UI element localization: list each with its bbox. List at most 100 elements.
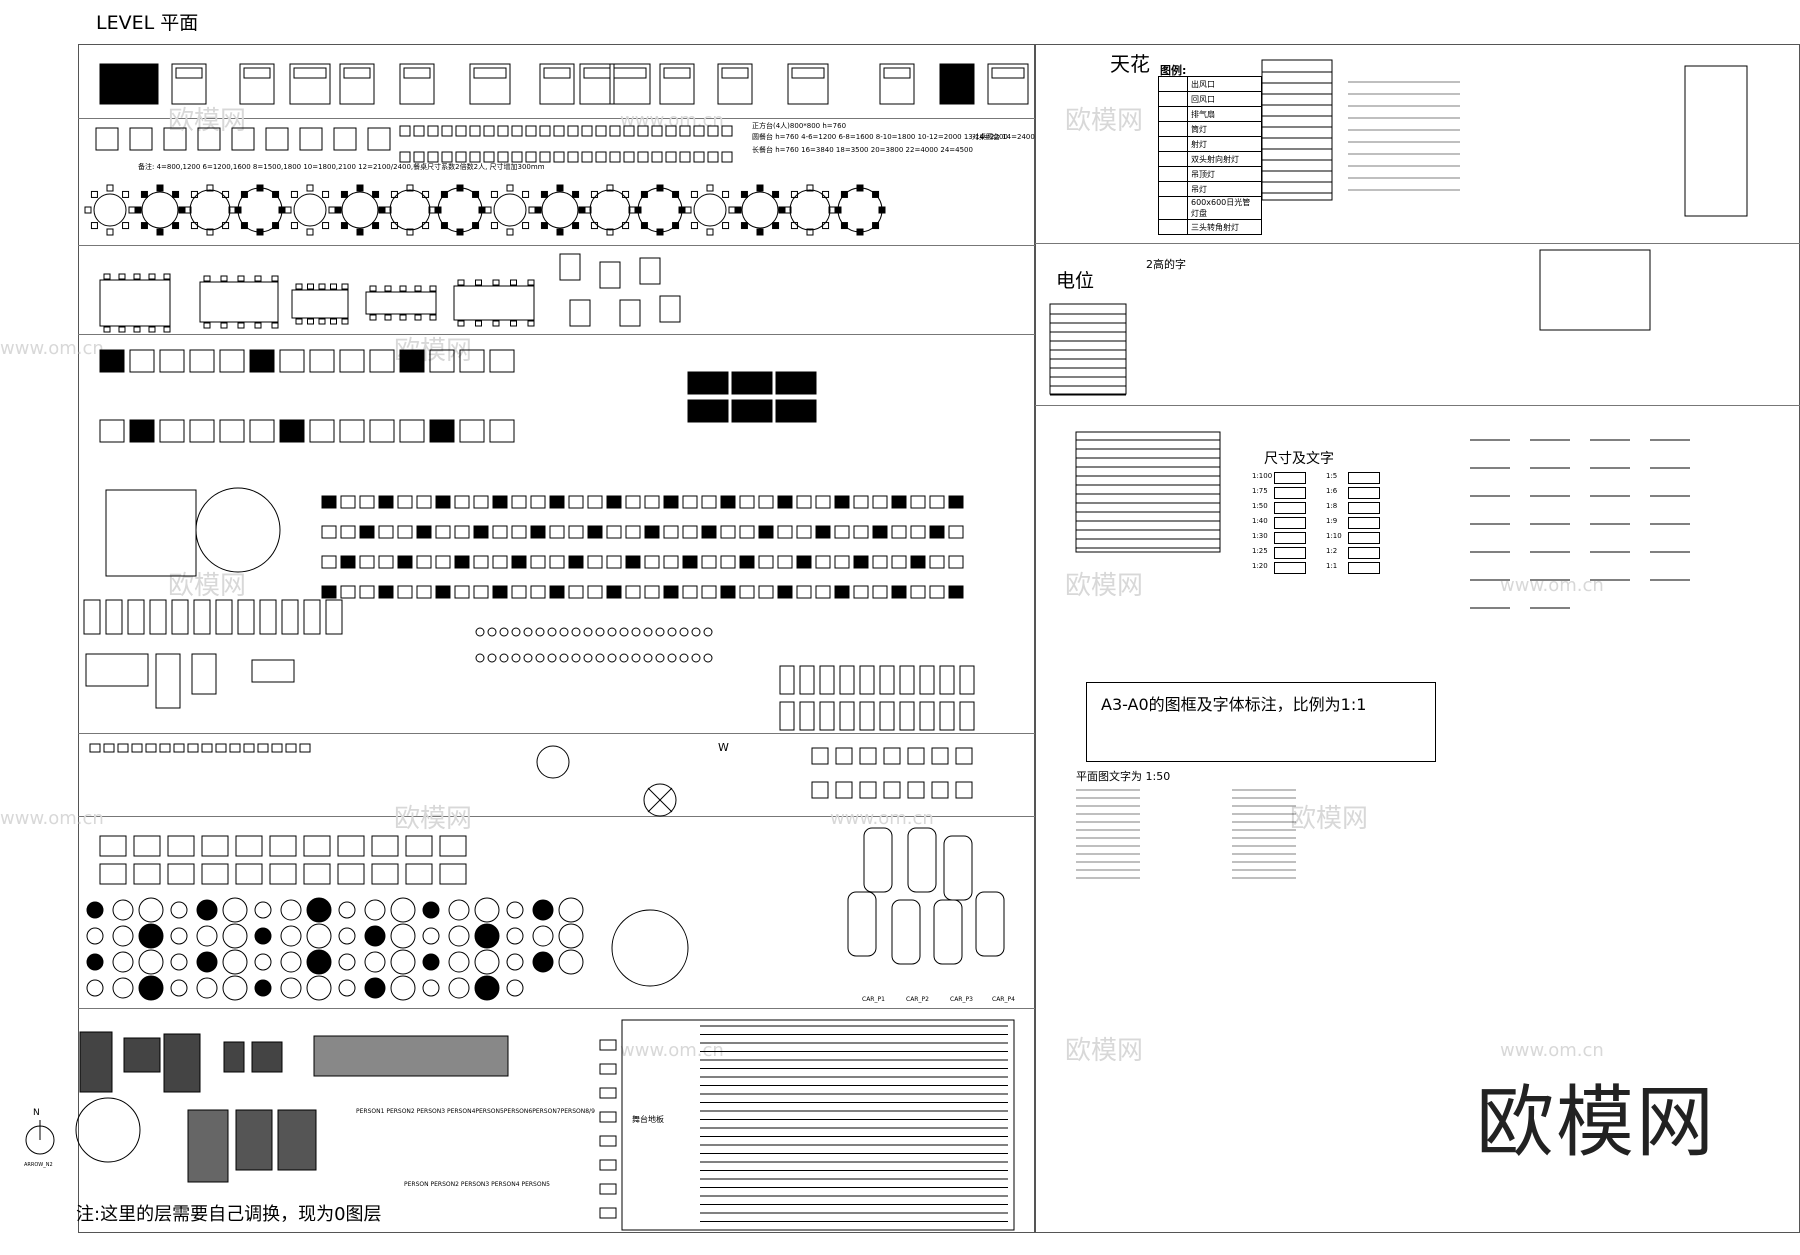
sink-symbol	[955, 747, 973, 765]
chair-row-symbol	[910, 585, 926, 599]
chair-row-symbol	[682, 495, 698, 509]
chair-symbol	[469, 151, 481, 163]
chair-symbol	[506, 228, 514, 236]
chair-symbol	[272, 222, 280, 230]
chair-symbol	[203, 322, 211, 329]
appliance-symbol	[285, 743, 297, 753]
footer-note: 注:这里的层需要自己调换，现为0图层	[76, 1204, 382, 1225]
legend-row: 600x600日光管灯盘	[1158, 196, 1262, 220]
chair-symbol	[678, 206, 686, 214]
legend-row: 吊灯	[1158, 181, 1262, 197]
plant-symbol	[474, 975, 500, 1001]
chair-symbol	[497, 151, 509, 163]
fixture-symbol	[631, 627, 641, 637]
office-chair-symbol	[201, 835, 229, 857]
chair-symbol	[178, 206, 186, 214]
chair-symbol	[672, 190, 680, 198]
chair-symbol	[322, 222, 330, 230]
chair-symbol	[472, 222, 480, 230]
chair-symbol	[206, 228, 214, 236]
chair-row-symbol	[359, 525, 375, 539]
legend-title: 图例:	[1160, 64, 1187, 77]
chair-row-symbol	[891, 555, 907, 569]
bathtub-symbol	[899, 701, 915, 731]
chair-symbol	[427, 125, 439, 137]
sink-symbol	[907, 747, 925, 765]
sofa-symbol	[399, 419, 425, 443]
person-symbol	[599, 1159, 617, 1171]
large-tree-symbol	[611, 909, 689, 987]
lighting-legend-table	[1684, 65, 1748, 217]
bathtub-symbol	[879, 665, 895, 695]
bed-small-symbol	[237, 599, 255, 635]
chair-row-symbol	[454, 525, 470, 539]
sink-symbol	[835, 781, 853, 799]
chair-row-symbol	[625, 495, 641, 509]
office-chair-symbol	[303, 863, 331, 885]
size-scale-label: 1:1	[1326, 562, 1338, 570]
fixture-symbol	[607, 627, 617, 637]
table-symbol	[191, 653, 217, 695]
fixture-symbol	[487, 627, 497, 637]
plant-symbol	[254, 953, 272, 971]
watermark-small-15: www.om.cn	[620, 1040, 724, 1061]
plant-symbol	[422, 927, 440, 945]
bathtub-symbol	[939, 665, 955, 695]
chair-symbol	[237, 275, 245, 282]
bed-pillow	[403, 67, 431, 79]
chair-row-symbol	[701, 555, 717, 569]
fixture-symbol	[499, 653, 509, 663]
chair-row-symbol	[758, 585, 774, 599]
plant-symbol	[86, 927, 104, 945]
bed-small-symbol	[127, 599, 145, 635]
chair-symbol	[222, 222, 230, 230]
car-symbol	[943, 835, 973, 901]
plant-symbol	[558, 923, 584, 949]
plant-symbol	[474, 949, 500, 975]
bathtub-symbol	[939, 701, 955, 731]
chair-symbol	[457, 279, 465, 286]
bathtub-symbol	[799, 701, 815, 731]
legend-symbol	[1158, 106, 1188, 122]
chair-symbol	[693, 125, 705, 137]
appliance-symbol	[145, 743, 157, 753]
appliance-symbol	[173, 743, 185, 753]
chair-symbol	[483, 125, 495, 137]
right-panel-shapes	[1049, 59, 1748, 879]
chair-symbol	[118, 273, 126, 280]
sofa-block-symbol	[775, 371, 817, 395]
right-divider-1	[1035, 243, 1800, 244]
chair-symbol	[540, 190, 548, 198]
chair-symbol	[122, 222, 130, 230]
plant-symbol	[138, 897, 164, 923]
size-scale-label: 1:9	[1326, 517, 1338, 525]
ceiling-title: 天花	[1110, 52, 1150, 76]
sofa-block-symbol	[731, 371, 773, 395]
sofa-symbol	[279, 419, 305, 443]
appliance-symbol	[117, 743, 129, 753]
chair-symbol	[637, 125, 649, 137]
fixture-symbol	[691, 627, 701, 637]
left-panel-frame	[78, 44, 1035, 1233]
plant-symbol	[112, 899, 134, 921]
chair-symbol	[284, 206, 292, 214]
sofa-symbol	[159, 349, 185, 373]
plant-symbol	[558, 897, 584, 923]
watermark-small-7: 欧模网	[1065, 571, 1144, 601]
chair-symbol	[122, 190, 130, 198]
plant-symbol	[364, 951, 386, 973]
chair-symbol	[640, 190, 648, 198]
chair-symbol	[422, 190, 430, 198]
size-scale-label: 1:5	[1326, 472, 1338, 480]
chair-row-symbol	[340, 585, 356, 599]
chair-row-symbol	[796, 555, 812, 569]
round-table-symbol	[589, 189, 631, 231]
chair-row-symbol	[435, 555, 451, 569]
size-scale-box	[1274, 517, 1306, 529]
plant-symbol	[338, 901, 356, 919]
chair-symbol	[322, 190, 330, 198]
car-label-3: CAR_P3	[950, 996, 973, 1003]
chair-symbol	[103, 273, 111, 280]
chair-symbol	[240, 222, 248, 230]
chair-symbol	[572, 190, 580, 198]
